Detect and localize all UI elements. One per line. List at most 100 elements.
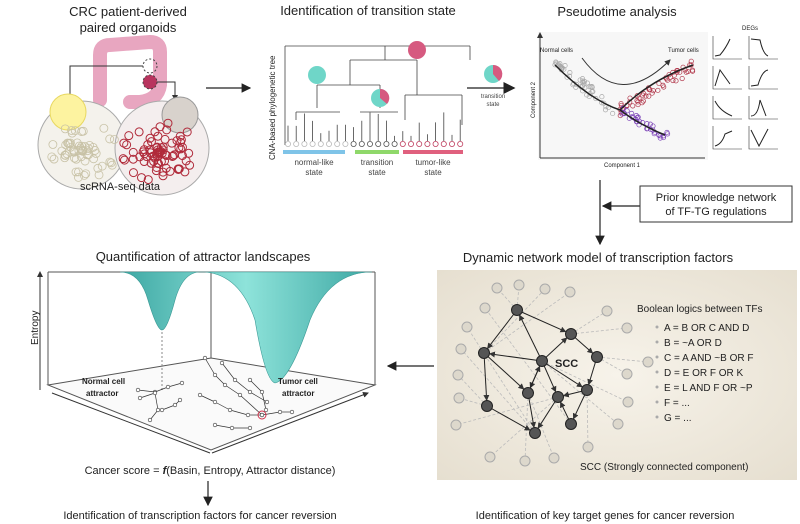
network-state [245, 412, 251, 418]
normal-cell [61, 140, 71, 150]
phylogenetic-tree [284, 45, 471, 147]
component1-label: Component 1 [604, 163, 641, 169]
normal-cell [90, 146, 100, 155]
regulation-edge [522, 392, 529, 462]
pseudotime-cell [660, 135, 667, 141]
scc-label: SCC [555, 358, 578, 370]
pseudotime-cell [641, 91, 647, 97]
prior-knowledge-box: Prior knowledge network of TF-TG regulat… [639, 185, 793, 223]
normal-cell [105, 134, 115, 144]
tumor-cell [143, 140, 153, 150]
network-state [263, 407, 269, 413]
normal-cell [63, 138, 72, 148]
target-gene-node [539, 283, 551, 295]
network-panel: Dynamic network model of transcription f… [437, 250, 797, 480]
formula-f: f [163, 465, 168, 477]
boolean-logic-item: D = E OR F OR K [664, 368, 744, 379]
target-gene-node [450, 419, 462, 431]
tumor-attractor-state [257, 410, 267, 420]
normal-cell [81, 169, 91, 179]
degs-grid [712, 36, 778, 150]
tumor-cell [120, 155, 130, 165]
target-gene-node [455, 343, 467, 355]
tumor-cell [158, 171, 168, 181]
normal-cell [71, 154, 81, 164]
state-transition [167, 382, 183, 388]
tumor-cell [149, 156, 159, 166]
attractor-basin-surface [119, 271, 373, 384]
pseudotime-cell [599, 94, 605, 100]
leaf-node [358, 140, 365, 147]
regulation-edge [570, 310, 608, 335]
leaf-node [383, 140, 390, 147]
tumor-cell [181, 156, 191, 166]
network-state [159, 407, 165, 413]
tf-edge [541, 360, 583, 388]
pseudotime-cell [557, 61, 563, 67]
network-state [202, 355, 208, 361]
colon-illustration [93, 34, 167, 109]
tumor-cell [122, 140, 132, 150]
tumor-cell [160, 134, 170, 144]
tf-edge [519, 314, 543, 362]
state-transition [229, 409, 249, 416]
regulation-edge [460, 348, 536, 434]
network-state [247, 389, 253, 395]
leaf-node [432, 140, 439, 147]
pseudotime-cell [664, 129, 670, 136]
pseudotime-cell [649, 90, 655, 96]
normal-cell [70, 126, 80, 136]
transition-state-label-2: state [486, 102, 500, 108]
transition-label: transition [361, 158, 393, 167]
normal-like-label: normal-like [294, 158, 334, 167]
bullet-icon [655, 400, 659, 404]
pseudotime-cell [573, 81, 579, 87]
network-state [289, 409, 295, 415]
state-transition [199, 394, 216, 403]
network-title: Dynamic network model of transcription f… [463, 250, 734, 265]
normal-cell [77, 127, 86, 136]
pseudotime-cell [647, 121, 653, 127]
network-state [212, 399, 218, 405]
tumor-cell [167, 138, 177, 148]
deg-trend-plot [712, 126, 742, 150]
pseudotime-cell [630, 103, 636, 109]
boolean-logic-item: G = ... [664, 413, 692, 424]
tumor-cell [119, 138, 129, 148]
boolean-logic-item: C = A AND ~B OR F [664, 353, 753, 364]
pseudotime-cell [688, 62, 694, 68]
target-gene-node [601, 305, 613, 317]
normal-cell [67, 126, 76, 135]
tumor-cell [163, 118, 173, 128]
tumor-like-bar [403, 150, 463, 154]
tf-node [581, 384, 593, 396]
tumor-cell [151, 166, 161, 176]
prior-knowledge-line1: Prior knowledge network [656, 192, 777, 204]
state-transition [137, 389, 156, 393]
tf-edge [537, 396, 559, 429]
pseudotime-cell [588, 84, 594, 90]
scc-footer: SCC (Strongly connected component) [580, 462, 748, 473]
tf-edge [486, 405, 531, 431]
tumor-cell [137, 173, 147, 183]
tumor-cell [182, 127, 192, 137]
tf-node [481, 400, 493, 412]
tumor-cells-label: Tumor cells [668, 48, 699, 54]
state-transition [239, 394, 263, 416]
tf-edge [483, 352, 525, 390]
pseudotime-cell [640, 92, 646, 98]
state-transition [214, 401, 231, 411]
formula-suffix: (Basin, Entropy, Attractor distance) [166, 465, 335, 477]
network-state [237, 392, 243, 398]
deg-trend-plot [748, 96, 778, 120]
tf-edge [516, 309, 567, 333]
target-gene-node [582, 441, 594, 453]
normal-cells-label: Normal cells [540, 48, 573, 54]
network-state [232, 377, 238, 383]
pseudotime-cell [661, 133, 667, 139]
leaf-node [399, 140, 406, 147]
tumor-cell [128, 147, 138, 157]
tumor-cell [135, 152, 145, 162]
pseudotime-cell [580, 83, 586, 89]
state-transition [204, 357, 216, 376]
